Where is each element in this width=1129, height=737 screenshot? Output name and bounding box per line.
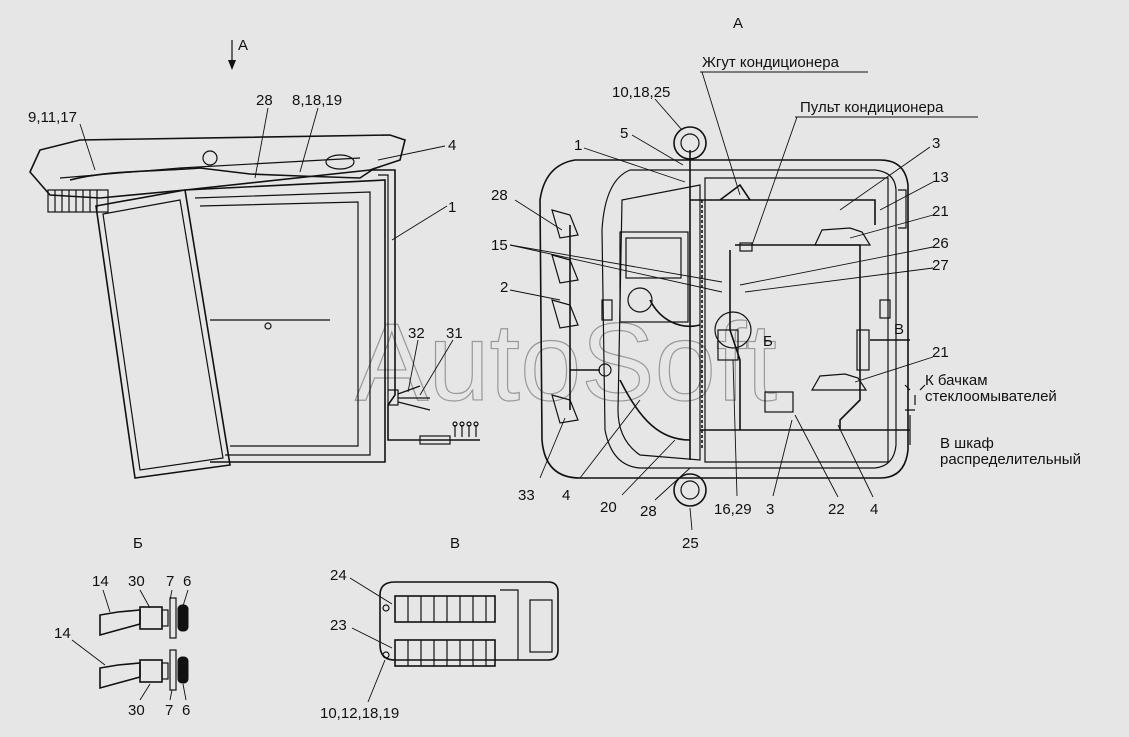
callout-left-31: 31: [446, 325, 463, 342]
view-arrow-label: А: [238, 37, 248, 54]
watermark: AutoSoft: [355, 301, 777, 424]
callout-left-9-11-17: 9,11,17: [28, 109, 77, 126]
detail-b-title: Б: [133, 535, 143, 552]
detail-v-title: В: [450, 535, 460, 552]
callout-main-1: 1: [574, 137, 582, 154]
note-harness: Жгут кондиционера: [702, 54, 840, 71]
marker-v: В: [894, 321, 904, 338]
roof-top-view: А: [491, 15, 1081, 552]
detail-b: Б 14 30 7 6 14 30 7 6: [54, 535, 191, 719]
callout-main-15: 15: [491, 237, 508, 254]
note-cabinet-1: В шкаф: [940, 435, 994, 452]
callout-main-10-18-25: 10,18,25: [612, 84, 670, 101]
main-view-title: А: [733, 15, 743, 32]
callout-left-4: 4: [448, 137, 456, 154]
callout-v-10-12-18-19: 10,12,18,19: [320, 705, 399, 722]
callout-b-7-top: 7: [166, 573, 174, 590]
note-washer-2: стеклоомывателей: [925, 388, 1057, 405]
callout-main-20: 20: [600, 499, 617, 516]
callout-v-24: 24: [330, 567, 347, 584]
callout-main-28-bottom: 28: [640, 503, 657, 520]
callout-b-6-bottom: 6: [182, 702, 190, 719]
detail-v: В 24 23 10,12,18,19: [320, 535, 559, 722]
callout-main-2: 2: [500, 279, 508, 296]
callout-main-33: 33: [518, 487, 535, 504]
callout-left-1: 1: [448, 199, 456, 216]
cab-side-view: А 9,11,17 28: [28, 37, 480, 479]
callout-main-21-bottom: 21: [932, 344, 949, 361]
callout-main-27: 27: [932, 257, 949, 274]
callout-left-8-18-19: 8,18,19: [292, 92, 342, 109]
callout-b-7-bottom: 7: [165, 702, 173, 719]
note-panel: Пульт кондиционера: [800, 99, 944, 116]
callout-main-22: 22: [828, 501, 845, 518]
callout-v-23: 23: [330, 617, 347, 634]
marker-b: Б: [763, 333, 773, 350]
note-washer-1: К бачкам: [925, 372, 988, 389]
callout-main-25: 25: [682, 535, 699, 552]
callout-left-28: 28: [256, 92, 273, 109]
callout-b-6-top: 6: [183, 573, 191, 590]
callout-main-26: 26: [932, 235, 949, 252]
callout-main-21-top: 21: [932, 203, 949, 220]
callout-b-14-bottom: 14: [54, 625, 71, 642]
callout-main-13: 13: [932, 169, 949, 186]
callout-b-30-top: 30: [128, 573, 145, 590]
callout-main-3-top: 3: [932, 135, 940, 152]
callout-b-30-bottom: 30: [128, 702, 145, 719]
callout-main-28-top: 28: [491, 187, 508, 204]
callout-b-14-top: 14: [92, 573, 109, 590]
callout-main-16-29: 16,29: [714, 501, 752, 518]
callout-left-32: 32: [408, 325, 425, 342]
callout-main-4-right: 4: [870, 501, 878, 518]
note-cabinet-2: распределительный: [940, 451, 1081, 468]
callout-main-5: 5: [620, 125, 628, 142]
callout-main-4-left: 4: [562, 487, 570, 504]
callout-main-3-bottom: 3: [766, 501, 774, 518]
